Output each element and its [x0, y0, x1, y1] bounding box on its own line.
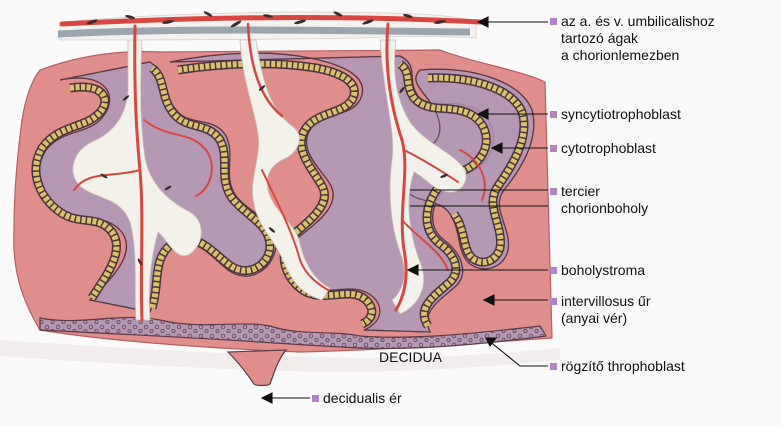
label-bullet	[550, 18, 557, 25]
label-bullet	[550, 363, 557, 370]
label-bullet	[550, 267, 557, 274]
label-decidual-vessel-text: decidualis ér	[323, 390, 402, 406]
label-intervillous-space-text: intervillosus űr (anyai vér)	[561, 293, 651, 326]
label-decidual-vessel: decidualis ér	[312, 390, 402, 407]
label-cytotrophoblast-text: cytotrophoblast	[561, 140, 656, 156]
villus-stroma	[72, 39, 467, 321]
label-umbilical-branches-text: az a. és v. umbilicalishoz tartozó ágak …	[561, 13, 715, 63]
label-syncytiotrophoblast-text: syncytiotrophoblast	[561, 106, 681, 122]
label-villus-stroma-text: boholystroma	[561, 262, 646, 278]
label-decidua: DECIDUA	[379, 349, 443, 365]
label-bullet	[550, 298, 557, 305]
label-anchoring-trophoblast-text: rögzítő throphoblast	[561, 358, 685, 374]
label-tertiary-villus-text: tercier chorionboholy	[561, 183, 649, 216]
label-intervillous-space: intervillosus űr (anyai vér)	[550, 293, 650, 327]
label-villus-stroma: boholystroma	[550, 262, 645, 279]
label-cytotrophoblast: cytotrophoblast	[550, 140, 656, 157]
label-syncytiotrophoblast: syncytiotrophoblast	[550, 106, 681, 123]
label-tertiary-villus: tercier chorionboholy	[550, 183, 648, 217]
label-bullet	[550, 145, 557, 152]
label-anchoring-trophoblast: rögzítő throphoblast	[550, 358, 685, 375]
label-umbilical-branches: az a. és v. umbilicalishoz tartozó ágak …	[550, 13, 715, 64]
chorionic-plate-gray-band	[57, 26, 471, 38]
label-bullet	[550, 188, 557, 195]
label-bullet	[312, 395, 319, 402]
decidual-vessel	[226, 349, 288, 387]
leader-lines	[260, 16, 548, 404]
label-bullet	[550, 111, 557, 118]
umbilical-vessel-branches	[59, 15, 486, 322]
